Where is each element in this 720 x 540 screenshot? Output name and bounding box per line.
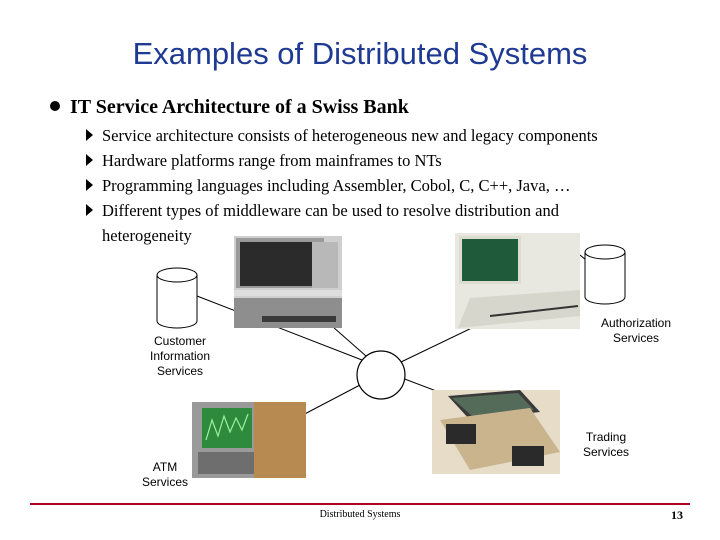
triangle-bullet-icon	[86, 179, 93, 192]
authorization-database-icon	[584, 244, 626, 305]
customer-information-services-label: Customer Information Services	[149, 334, 211, 378]
atm-terminal-icon	[192, 402, 306, 478]
link-atm	[296, 384, 361, 419]
sub-bullet-3: Programming languages including Assemble…	[86, 173, 570, 198]
trading-services-label: Trading Services	[582, 430, 629, 459]
bullet-dot-icon	[50, 101, 60, 112]
sub-bullet-4: Different types of middleware can be use…	[86, 198, 559, 248]
customer-database-icon	[156, 267, 198, 329]
triangle-bullet-icon	[86, 154, 93, 167]
page-number: 13	[671, 508, 683, 522]
trading-laptop-icon	[432, 390, 560, 474]
atm-services-label: ATM Services	[141, 460, 188, 489]
sub-bullet-4-continuation: heterogeneity	[102, 226, 192, 245]
sub-bullet-1: Service architecture consists of heterog…	[86, 123, 598, 148]
footer-title: Distributed Systems	[319, 509, 401, 520]
authorization-pc-icon	[455, 233, 580, 329]
authorization-services-label: Authorization Services	[600, 316, 672, 345]
footer-rule	[30, 503, 690, 505]
network-node-icon	[356, 350, 406, 400]
main-bullet-text: IT Service Architecture of a Swiss Bank	[70, 96, 409, 118]
sub-bullet-2: Hardware platforms range from mainframes…	[86, 148, 442, 173]
slide-title: Examples of Distributed Systems	[132, 36, 588, 71]
mainframe-terminal-icon	[234, 236, 342, 328]
triangle-bullet-icon	[86, 129, 93, 142]
triangle-bullet-icon	[86, 204, 93, 217]
main-bullet: IT Service Architecture of a Swiss Bank	[50, 96, 409, 119]
